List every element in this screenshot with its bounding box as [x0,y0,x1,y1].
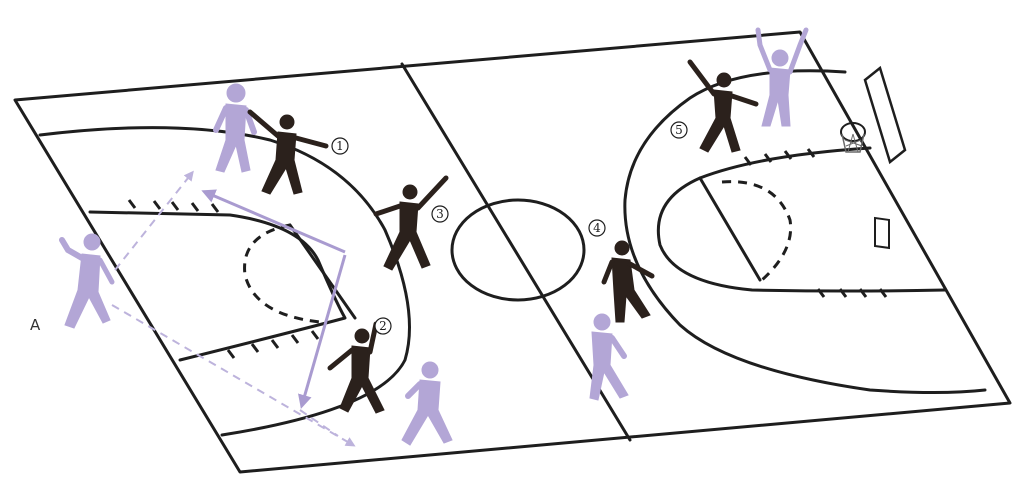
offense-players [62,30,806,445]
offense-player-top-left-icon [216,84,254,172]
marker-2: 2 [375,318,391,334]
offense-player-bottom-wing-icon [402,362,452,445]
marker-1: 1 [332,138,348,154]
offense-player-midcourt-icon [590,314,628,400]
offense-player-baseline-icon [758,30,806,126]
marker-4: 4 [589,220,605,236]
defense-players [250,62,756,413]
right-free-throw-line [700,178,760,280]
marker-5: 5 [671,122,687,138]
cut-arrow-lower [302,255,345,405]
defender-1-icon [250,112,326,194]
left-free-throw-dashed-arc [245,225,320,322]
side-label-a: A [30,316,41,334]
marker-4-label: 4 [593,221,601,235]
defender-3-icon [376,178,446,270]
right-three-point-arc [625,71,985,393]
marker-5-label: 5 [675,123,683,137]
pass-arrow-a-to-upper [115,173,192,270]
center-circle [452,200,584,300]
cut-arrow-upper [205,192,345,252]
left-free-throw-line [290,225,355,318]
left-upper-lane-hashes [129,200,218,212]
court-boundary [15,32,1010,472]
right-half-court [625,68,985,393]
marker-2-label: 2 [379,319,387,333]
right-key-area [658,148,945,291]
marker-3-label: 3 [436,207,444,221]
marker-1-label: 1 [336,139,344,153]
marker-3: 3 [432,206,448,222]
